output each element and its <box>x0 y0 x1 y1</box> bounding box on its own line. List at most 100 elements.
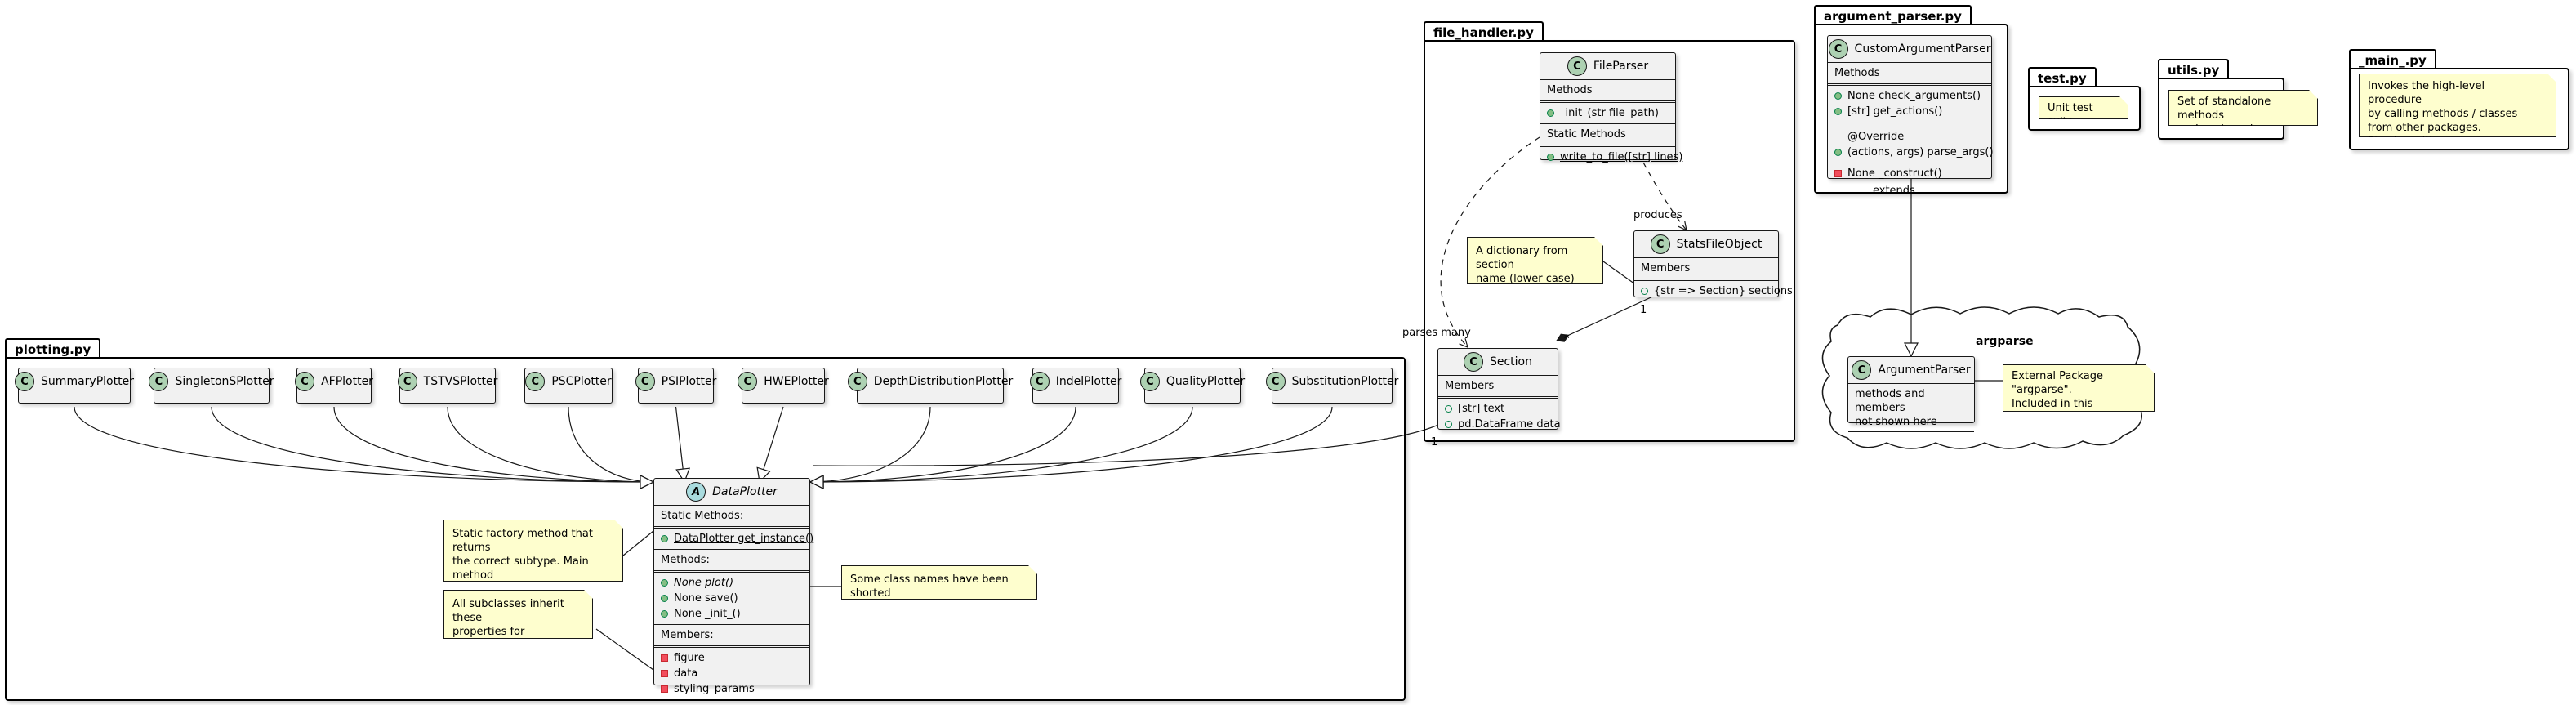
class-icon: C <box>15 372 35 391</box>
method-row: [str] get_actions() <box>1834 104 1985 119</box>
class-section[interactable]: C Section Members [str] text pd.DataFram… <box>1437 348 1561 432</box>
method-row: None _construct() <box>1834 166 1985 181</box>
class-header: A DataPlotter <box>654 479 809 505</box>
note-test: Unit test suite. <box>2039 96 2128 119</box>
section-static-methods: DataPlotter get_instance() <box>654 526 813 549</box>
composition-edge <box>1556 293 1659 342</box>
member-row: data <box>661 666 803 681</box>
package-visibility-icon <box>1445 421 1452 428</box>
note-inherit-properties: All subclasses inherit these properties … <box>443 590 593 639</box>
private-visibility-icon <box>661 670 668 677</box>
class-icon: C <box>847 372 867 391</box>
method-row: _init_(str file_path) <box>1547 105 1669 121</box>
class-body-text: methods and members not shown here <box>1848 383 1974 431</box>
inheritance-edge-tstvsplotter <box>447 406 655 489</box>
class-summaryplotter[interactable]: C SummaryPlotter <box>15 368 134 404</box>
package-visibility-icon <box>1445 405 1452 413</box>
member-row: pd.DataFrame data <box>1445 417 1561 432</box>
package-main <box>2349 68 2569 150</box>
note-factory-method: Static factory method that returns the c… <box>443 520 623 582</box>
inheritance-edge-depthdistributionplotter <box>809 406 931 489</box>
inheritance-edge-hweplotter <box>756 406 784 484</box>
method-row: write_to_file([str] lines) <box>1547 149 1682 165</box>
class-dataplotter[interactable]: A DataPlotter Static Methods: DataPlotte… <box>653 478 813 695</box>
inheritance-edge-pscplotter <box>568 406 655 489</box>
note-main: Invokes the high-level procedure by call… <box>2359 74 2556 137</box>
class-name: SummaryPlotter <box>41 375 134 388</box>
class-icon: C <box>1463 352 1483 372</box>
section-methods-header: Methods: <box>654 549 809 570</box>
package-test <box>2028 86 2141 131</box>
class-name: SubstitutionPlotter <box>1291 375 1399 388</box>
class-name: AFPlotter <box>321 375 373 388</box>
private-visibility-icon <box>1834 170 1842 177</box>
method-row: DataPlotter get_instance() <box>661 531 813 547</box>
public-visibility-icon <box>1547 154 1554 161</box>
note-argparse: External Package "argparse". Included in… <box>2003 364 2155 412</box>
class-name: FileParser <box>1593 60 1649 73</box>
package-tab-plotting: plotting.py <box>5 338 101 359</box>
class-header: C StatsFileObject <box>1634 231 1778 257</box>
class-fileparser[interactable]: C FileParser Methods _init_(str file_pat… <box>1540 52 1682 163</box>
public-visibility-icon <box>661 610 668 618</box>
class-argumentparser[interactable]: C ArgumentParser methods and members not… <box>1847 356 1975 432</box>
class-name: ArgumentParser <box>1878 364 1971 377</box>
public-visibility-icon <box>1834 92 1842 100</box>
section-static: Static Methods: <box>654 505 809 526</box>
member-row: [str] text <box>1445 401 1551 417</box>
argparse-cloud <box>1821 306 2147 449</box>
method-row: None save() <box>661 591 803 606</box>
class-name: PSIPlotter <box>661 375 717 388</box>
class-statsfileobject[interactable]: C StatsFileObject Members {str => Sectio… <box>1633 230 1793 297</box>
class-psiplotter[interactable]: C PSIPlotter <box>635 368 717 404</box>
class-header: C SubstitutionPlotter <box>1265 368 1398 395</box>
class-icon: C <box>1265 372 1286 391</box>
public-visibility-icon <box>661 595 668 602</box>
class-name: PSCPlotter <box>551 375 612 388</box>
abstract-class-icon: A <box>686 482 706 502</box>
note-link-inherit <box>595 628 654 671</box>
class-customargumentparser[interactable]: C CustomArgumentParser Methods None chec… <box>1827 35 1994 181</box>
class-icon: C <box>1029 372 1050 391</box>
class-substitutionplotter[interactable]: C SubstitutionPlotter <box>1265 368 1398 404</box>
private-visibility-icon <box>661 654 668 662</box>
package-visibility-icon <box>1641 288 1648 295</box>
section-members-header: Members: <box>654 624 809 645</box>
public-visibility-icon <box>661 579 668 587</box>
class-icon: C <box>635 372 655 391</box>
label-multiplicity-many: * <box>1564 333 1570 346</box>
class-header: C SummaryPlotter <box>15 368 134 395</box>
note-shorted-names: Some class names have been shorted in co… <box>841 565 1037 600</box>
inheritance-edge-psiplotter <box>675 406 691 484</box>
note-section-dictionary: A dictionary from section name (lower ca… <box>1467 237 1603 284</box>
package-tab-main: _main_.py <box>2349 49 2436 69</box>
package-argument-parser <box>1814 24 2008 194</box>
package-tab-utils: utils.py <box>2158 59 2230 79</box>
class-icon: C <box>1852 360 1872 380</box>
method-row: None plot() <box>661 575 803 591</box>
section-members: figure data styling_params <box>654 645 809 699</box>
note-link-factory <box>622 530 654 556</box>
label-multiplicity-one: 1 <box>1640 304 1647 316</box>
label-parses-many: parses many <box>1402 327 1471 339</box>
note-utils: Set of standalone methods such as 'warn'… <box>2168 90 2318 126</box>
public-visibility-icon <box>661 535 668 542</box>
inheritance-edge-singletonsplotter <box>211 406 655 489</box>
parses-many-edge <box>1440 136 1540 348</box>
class-name: TSTVSPlotter <box>423 375 498 388</box>
package-tab-test: test.py <box>2028 67 2097 87</box>
class-name: SingletonSPlotter <box>175 375 274 388</box>
label-multiplicity-one-section: 1 <box>1431 436 1438 448</box>
